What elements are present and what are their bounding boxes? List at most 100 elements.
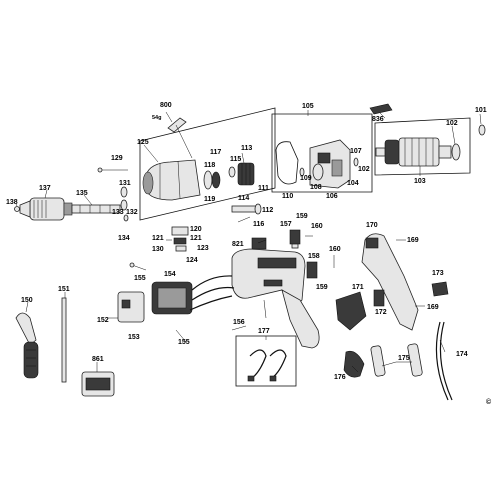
cable-174 xyxy=(435,321,453,401)
part-label-129: 129 xyxy=(111,155,123,162)
part-label-124: 124 xyxy=(186,257,198,264)
part-label-174: 174 xyxy=(456,351,468,358)
switch-157 xyxy=(289,229,301,249)
part-label-861: 861 xyxy=(92,356,104,363)
part-label-151: 151 xyxy=(58,286,70,293)
part-label-157: 157 xyxy=(280,221,292,228)
cable-176 xyxy=(343,350,365,378)
gear-parts-118-119 xyxy=(203,170,221,190)
part-label-119: 119 xyxy=(204,196,215,203)
part-label-105: 105 xyxy=(302,103,314,110)
part-label-116: 116 xyxy=(253,221,264,228)
part-label-836: 836 xyxy=(372,116,384,123)
part-label-175: 175 xyxy=(398,355,410,362)
switch-171 xyxy=(335,291,367,331)
part-label-125: 125 xyxy=(137,139,149,146)
side-handle xyxy=(15,312,39,379)
part-label-137: 137 xyxy=(39,185,51,192)
capacitor-172 xyxy=(373,289,385,307)
washer-108 xyxy=(299,167,305,177)
gear-housing xyxy=(309,139,351,189)
gear-housing-group-box xyxy=(271,113,373,193)
part-label-170: 170 xyxy=(366,222,378,229)
rear-handle xyxy=(361,233,419,331)
part-label-112: 112 xyxy=(262,207,273,214)
part-label-169b: 169 xyxy=(427,304,439,311)
depth-rod-151 xyxy=(61,297,67,383)
part-label-158: 158 xyxy=(308,253,320,260)
part-label-104: 104 xyxy=(347,180,359,187)
shaft-114 xyxy=(231,203,262,215)
washer-107 xyxy=(353,157,359,167)
part-label-169a: 169 xyxy=(407,237,419,244)
part-label-160a: 160 xyxy=(311,223,323,230)
part-label-154: 154 xyxy=(164,271,176,278)
motor-housing xyxy=(231,248,320,349)
switch-158 xyxy=(306,261,318,279)
screw-155b xyxy=(175,329,187,343)
part-label-159b: 159 xyxy=(316,284,328,291)
part-label-156: 156 xyxy=(233,319,245,326)
part-label-109: 109 xyxy=(300,175,312,182)
part-label-103: 103 xyxy=(414,178,426,185)
part-label-172: 172 xyxy=(375,309,387,316)
part-label-114: 114 xyxy=(238,195,249,202)
selector-knob xyxy=(167,117,193,159)
part-label-113: 113 xyxy=(241,145,252,152)
gear-113 xyxy=(237,162,255,186)
part-label-152: 152 xyxy=(97,317,109,324)
small-washers xyxy=(120,186,129,222)
part-label-135: 135 xyxy=(76,190,88,197)
part-label-150: 150 xyxy=(21,297,33,304)
part-label-123: 123 xyxy=(197,245,209,252)
part-label-111: 111 xyxy=(258,185,269,192)
spindle xyxy=(71,204,121,214)
gearbox-group-box xyxy=(139,107,276,221)
part-label-155a: 155 xyxy=(134,275,146,282)
part-label-121a: 121 xyxy=(152,235,164,242)
part-label-130: 130 xyxy=(152,246,164,253)
part-label-173: 173 xyxy=(432,270,444,277)
bearing-101 xyxy=(478,124,486,136)
part-label-107: 107 xyxy=(350,148,362,155)
part-label-177: 177 xyxy=(258,328,270,335)
leader-lines xyxy=(15,110,482,373)
part-label-118: 118 xyxy=(204,162,215,169)
brush-holder-836 xyxy=(369,103,393,115)
part-label-110: 110 xyxy=(282,193,293,200)
part-label-54g: 54g xyxy=(152,115,161,121)
part-label-134: 134 xyxy=(118,235,130,242)
part-label-155b: 155 xyxy=(178,339,190,346)
part-label-171: 171 xyxy=(352,284,364,291)
part-label-101: 101 xyxy=(475,107,487,114)
part-label-115: 115 xyxy=(230,156,241,163)
brush-assembly-120-130 xyxy=(171,226,189,252)
part-label-108: 108 xyxy=(310,184,322,191)
part-label-133: 133 xyxy=(112,209,124,216)
gasket-109 xyxy=(275,141,299,185)
part-label-120: 120 xyxy=(190,226,202,233)
part-label-800: 800 xyxy=(160,102,172,109)
field-coil xyxy=(151,275,235,315)
part-label-102a: 102 xyxy=(446,120,458,127)
carbon-brushes xyxy=(235,335,297,387)
part-label-153: 153 xyxy=(128,334,140,341)
screw-155a xyxy=(131,264,147,271)
chuck-screw xyxy=(14,206,20,212)
carry-case-861 xyxy=(81,371,115,397)
part-label-117: 117 xyxy=(210,149,221,156)
part-label-132: 132 xyxy=(126,209,138,216)
cable-guards-175 xyxy=(370,343,423,377)
gearbox-housing xyxy=(142,159,201,201)
armature xyxy=(375,137,452,167)
part-label-160b: 160 xyxy=(329,246,341,253)
drill-chuck xyxy=(19,197,73,221)
armature-group-box xyxy=(374,117,471,176)
cable-clamp-173 xyxy=(431,281,449,297)
label-821 xyxy=(251,237,267,250)
part-label-138: 138 xyxy=(6,199,18,206)
part-label-102b: 102 xyxy=(358,166,370,173)
bearing-102 xyxy=(451,143,461,161)
part-label-131: 131 xyxy=(119,180,131,187)
